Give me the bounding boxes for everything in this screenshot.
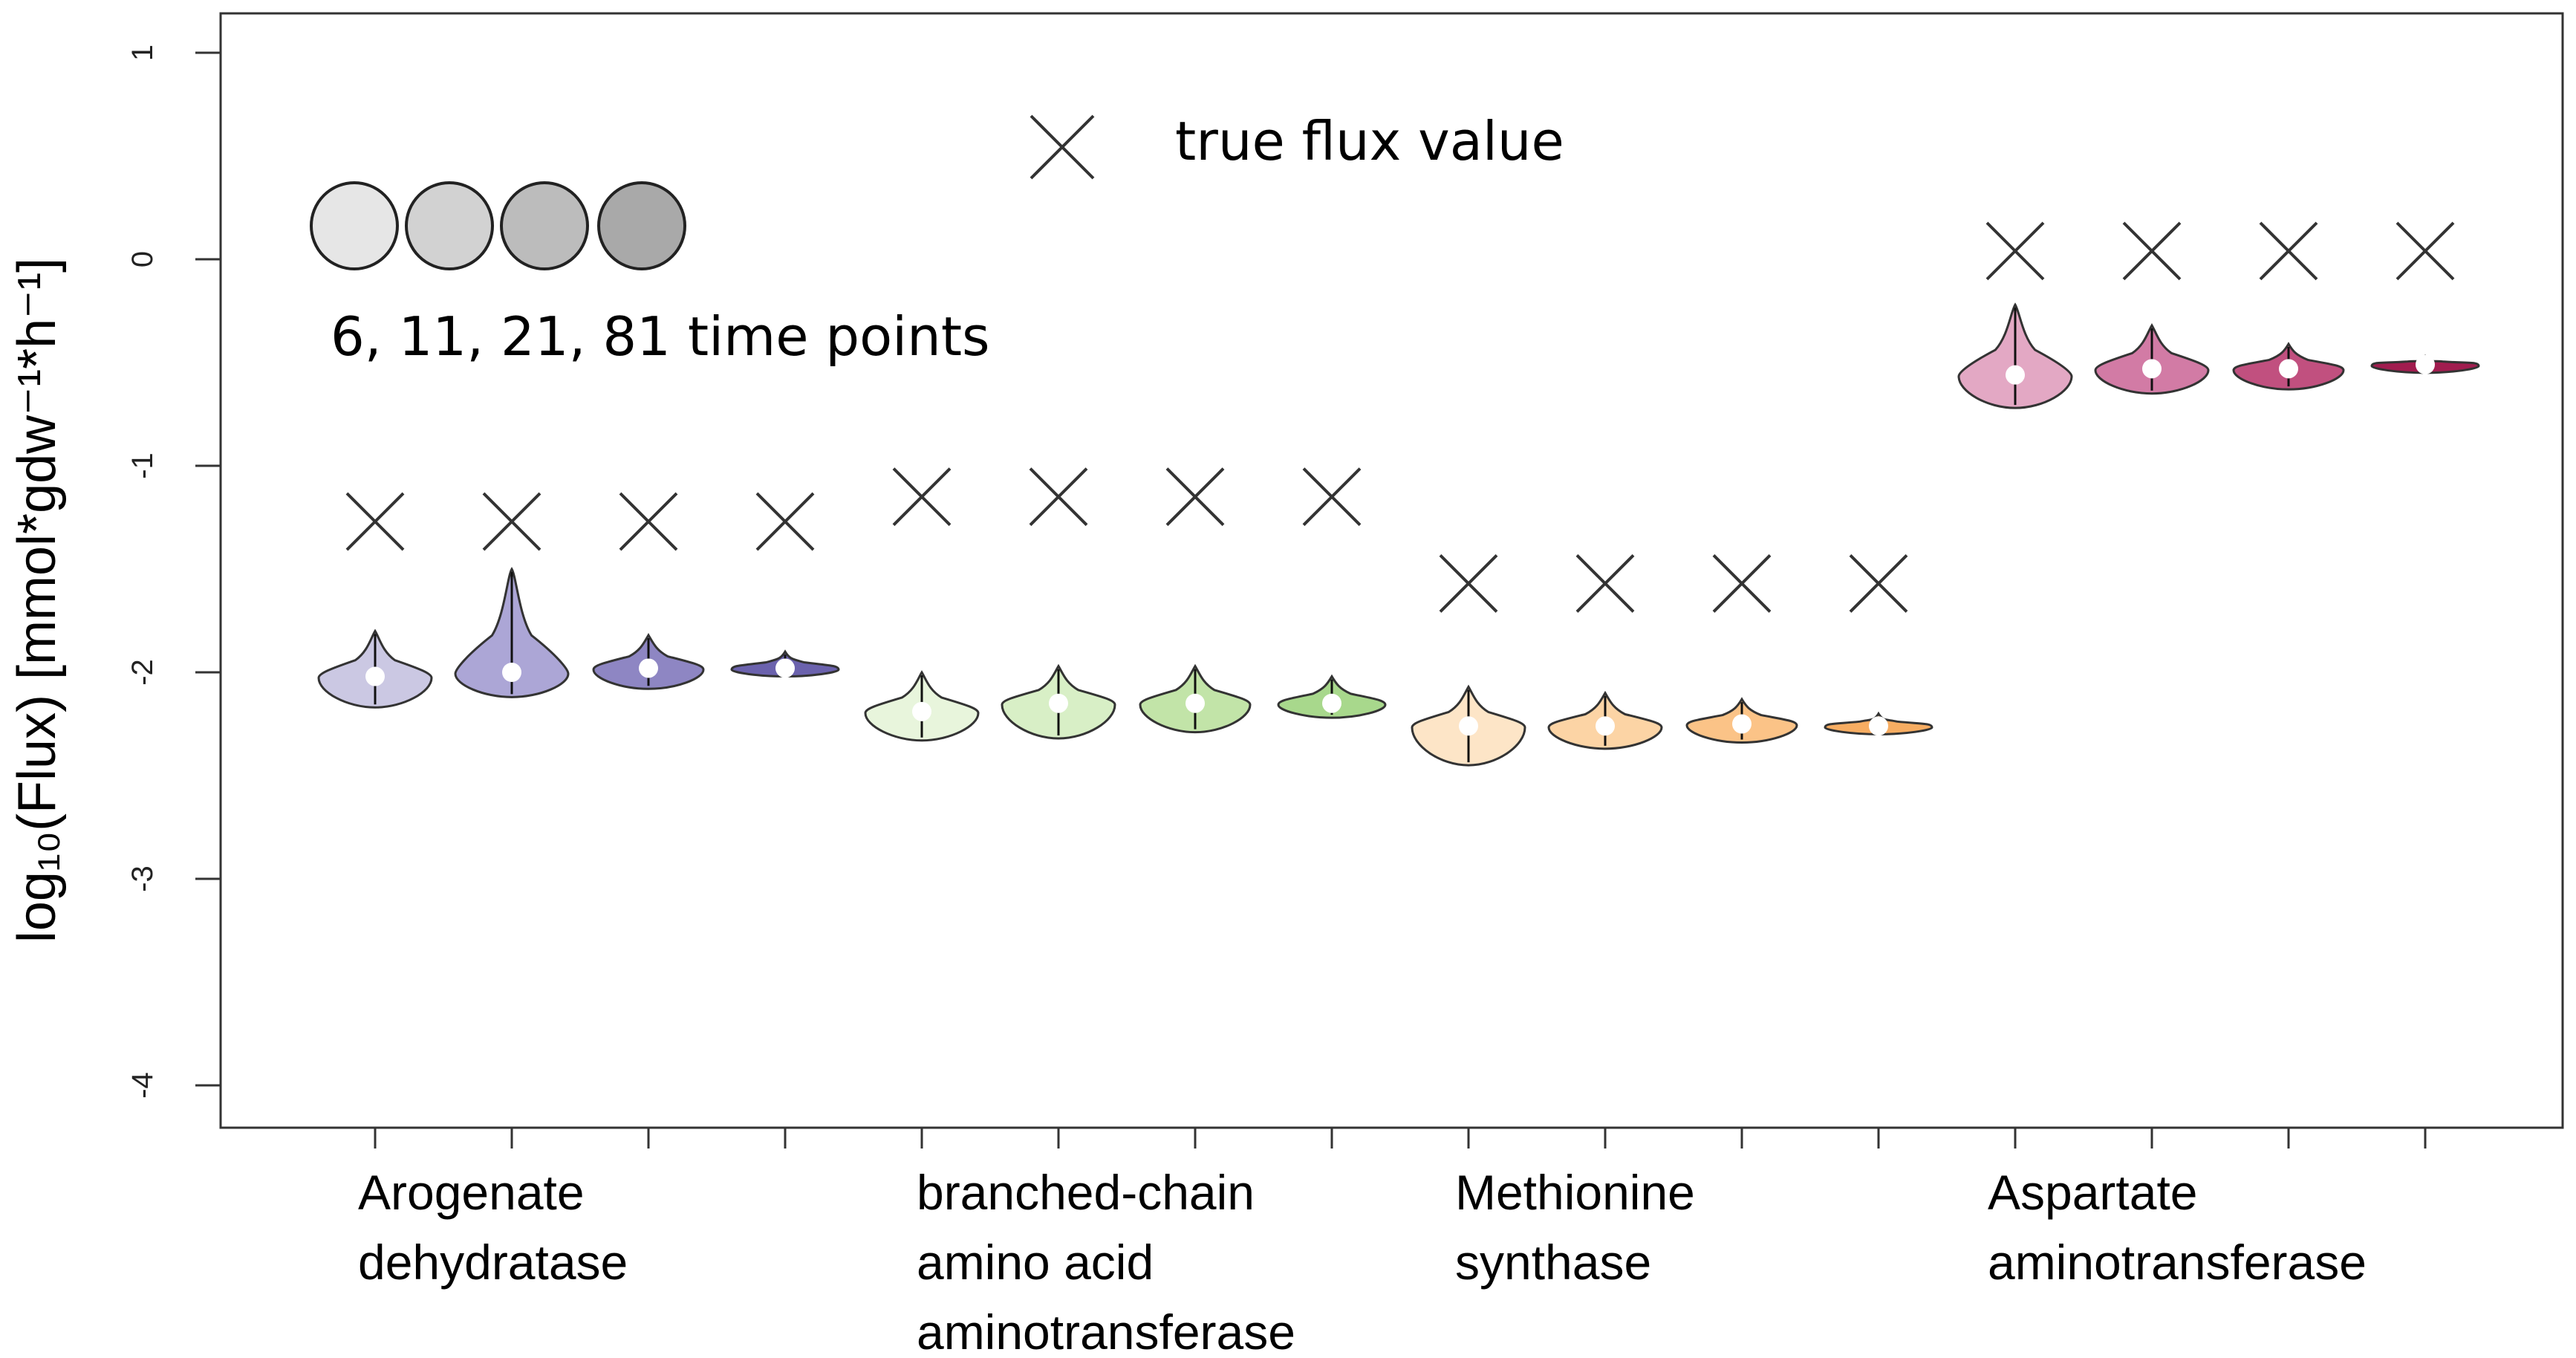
median-point [1185,693,1205,713]
marker-stroke [2122,221,2182,281]
x-axis [374,1128,2427,1149]
median-point [365,666,385,686]
category-label: Arogenate dehydratase [358,1165,628,1290]
median-point [1322,693,1341,713]
median-point [2142,359,2162,379]
category-label: Methionine synthase [1455,1165,1695,1290]
median-point [502,663,521,682]
marker-stroke [1029,467,1088,527]
legend-circle [597,181,686,270]
marker-stroke [1439,554,1498,613]
median-point [775,658,795,678]
true-value-markers [345,221,2455,613]
marker-stroke [892,467,952,527]
marker-stroke [1165,467,1225,527]
legend-marker [1030,114,1095,180]
category-label-line: aminotransferase [1988,1235,2367,1290]
category-label: Aspartate aminotransferase [1988,1165,2367,1290]
median-point [1596,716,1615,736]
y-tick-label: -4 [126,1072,159,1099]
median-point [2416,354,2435,374]
category-label-line: Methionine [1455,1165,1695,1220]
y-axis: 1 0 -1 -2 -3 -4 log₁₀(Flux) [mmol*gdw⁻¹*h⁻¹] [7,45,221,1099]
true-value-marker [1575,554,1635,613]
category-label-line: Arogenate [358,1165,585,1220]
median-point [1049,693,1068,713]
legend-circle [405,181,494,270]
median-point [2279,359,2298,379]
legend: 6, 11, 21, 81 time points true flux value [310,110,1564,368]
marker-stroke [1985,221,2045,281]
true-value-marker [2259,221,2318,281]
legend-circle [500,181,589,270]
true-value-marker [2122,221,2182,281]
marker-stroke [619,492,678,551]
true-value-marker [1849,554,1908,613]
y-tick-label: -2 [126,659,159,686]
median-point [1732,714,1752,734]
true-value-marker [892,467,952,527]
category-label-line: Aspartate [1988,1165,2198,1220]
marker-stroke [345,492,405,551]
category-label-line: synthase [1455,1235,1651,1290]
marker-stroke [755,492,815,551]
true-value-marker [1439,554,1498,613]
true-value-marker [345,492,405,551]
median-point [2006,365,2025,385]
true-value-marker [755,492,815,551]
y-tick-label: 0 [126,251,159,267]
true-value-marker [2396,221,2455,281]
legend-timepoints-label: 6, 11, 21, 81 time points [331,305,990,368]
y-tick-label: -3 [126,865,159,892]
median-point [1459,716,1478,736]
marker-stroke [1849,554,1908,613]
true-value-marker [1165,467,1225,527]
true-value-marker [1985,221,2045,281]
legend-circle [310,181,399,270]
marker-stroke [1302,467,1362,527]
category-label-line: amino acid [917,1235,1154,1290]
marker-stroke [1575,554,1635,613]
y-axis-label: log₁₀(Flux) [mmol*gdw⁻¹*h⁻¹] [7,258,67,943]
y-tick-label: -1 [126,452,159,479]
marker-stroke [2396,221,2455,281]
median-point [912,701,931,721]
marker-stroke [1712,554,1772,613]
category-labels: Arogenate dehydratase branched-chain amino … [358,1165,2367,1358]
true-value-marker [1712,554,1772,613]
violins [317,302,2480,767]
y-tick-label: 1 [126,45,159,61]
median-point [639,658,658,678]
plot-frame [219,12,2564,1129]
category-label-line: dehydratase [358,1235,628,1290]
marker-stroke [482,492,541,551]
true-value-marker [1029,467,1088,527]
median-point [1869,716,1888,736]
category-label: branched-chain amino acid aminotransferase [917,1165,1295,1358]
true-value-marker [619,492,678,551]
category-label-line: aminotransferase [917,1305,1295,1358]
true-value-marker [482,492,541,551]
marker-stroke [1030,114,1095,180]
true-value-marker [1302,467,1362,527]
plot-frame-layer [219,12,2564,1129]
legend-marker-label: true flux value [1175,110,1564,172]
marker-stroke [2259,221,2318,281]
category-label-line: branched-chain [917,1165,1255,1220]
